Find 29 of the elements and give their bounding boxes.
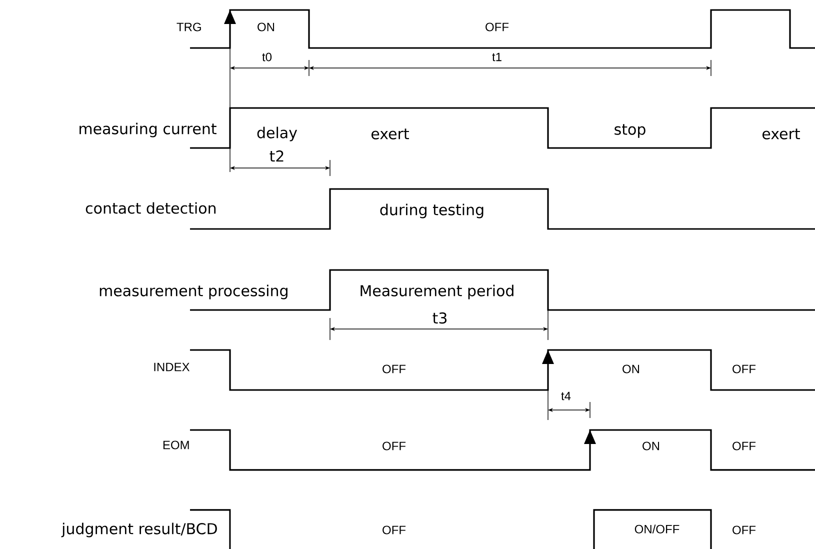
state-label: OFF <box>732 442 756 450</box>
signal-name: INDEX <box>154 362 190 372</box>
time-label: t1 <box>492 52 502 62</box>
state-label: OFF <box>382 442 406 450</box>
signal-name: contact detection <box>86 202 216 214</box>
state-label: during testing <box>380 204 484 218</box>
state-label: ON <box>642 442 660 450</box>
state-label: exert <box>372 128 409 140</box>
time-label: t3 <box>432 312 447 324</box>
time-label: t0 <box>262 52 272 62</box>
signal-name: judgment result/BCD <box>61 522 217 538</box>
state-label: OFF <box>382 526 406 534</box>
signal-name: measuring current <box>80 122 216 138</box>
state-label: exert <box>762 128 800 140</box>
state-label: OFF <box>732 526 756 534</box>
time-label: t2 <box>270 150 284 162</box>
state-label: OFF <box>486 22 509 32</box>
state-label: OFF <box>732 364 756 374</box>
time-label: t4 <box>561 392 571 400</box>
signal-name: EOM <box>163 440 189 450</box>
state-label: OFF <box>382 364 406 374</box>
state-label: Measurement period <box>360 284 514 300</box>
state-label: delay <box>257 126 298 142</box>
signal-name: measurement processing <box>100 284 288 300</box>
signal-name: TRG <box>176 22 201 32</box>
state-label: stop <box>614 124 646 138</box>
state-label: ON/OFF <box>634 524 680 534</box>
state-label: ON <box>622 364 640 374</box>
state-label: ON <box>258 22 274 32</box>
